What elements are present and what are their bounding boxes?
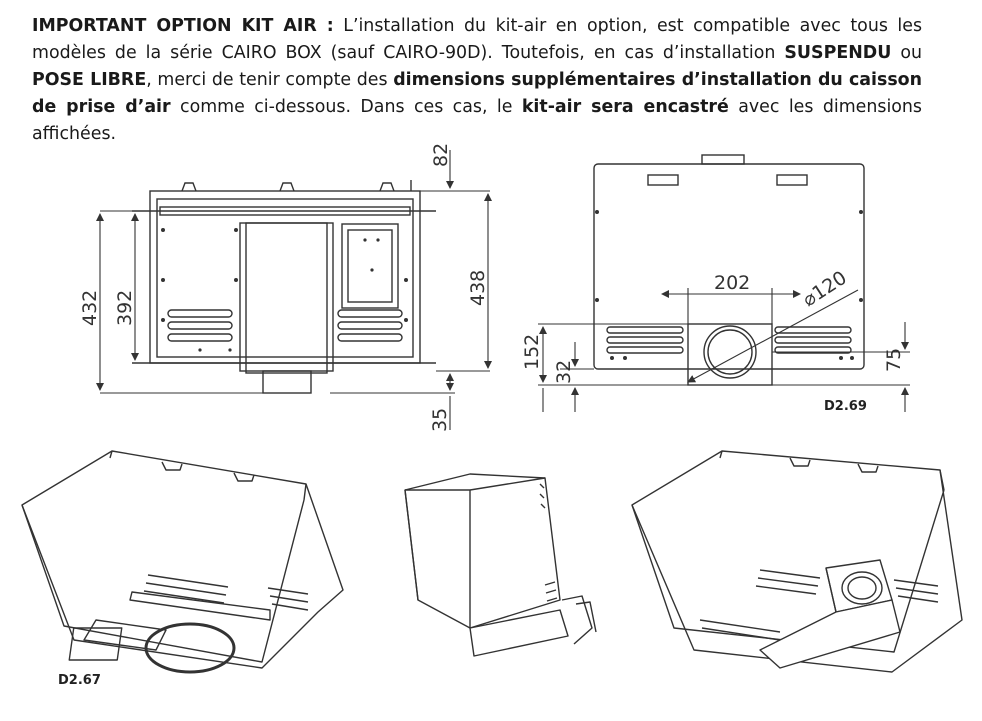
dim-438: 438 [467,270,489,306]
intro-text-3: , merci de tenir compte des [146,70,394,90]
intro-bold-pose-libre: POSE LIBRE [32,70,147,90]
svg-text:⌀120: ⌀120 [799,267,851,311]
ref-d2-67: D2.67 [58,673,101,688]
intro-bold-dimensions: dimensions supplémentaires d’installatio… [32,70,922,117]
intro-bold-suspendu: SUSPENDU [784,43,892,63]
front-view-screws [161,228,408,352]
perspective-view-left [21,450,344,674]
dim-32: 32 [553,360,575,384]
dim-82: 82 [430,143,452,167]
intro-bold-kit-air: kit-air sera encastré [521,97,729,117]
intro-text-1: L’installation du kit-air en option, est… [32,16,923,63]
intro-text-5: avec les dimensions affichées. [32,97,922,144]
side-view-dimension-lines [538,288,910,412]
intro-text-4: comme ci-dessous. Dans ces cas, le [170,97,522,117]
dim-75: 75 [883,348,905,372]
perspective-view-right [631,450,963,673]
front-view-dimension-lines [96,150,492,430]
dim-152: 152 [521,334,543,370]
perspective-view-middle [404,473,597,657]
intro-paragraph: IMPORTANT OPTION KIT AIR : L’installatio… [32,13,922,148]
side-view-screws [595,210,863,360]
intro-text-2: ou [891,43,922,63]
dim-35: 35 [429,408,451,432]
ref-d2-69: D2.69 [824,399,867,414]
dim-432: 432 [79,290,101,326]
side-view-drawing [593,154,865,386]
dim-392: 392 [114,290,136,326]
dim-202: 202 [714,272,750,294]
front-view-drawing [132,180,436,394]
dim-diameter-120: ⌀120 [799,267,851,311]
intro-lead: IMPORTANT OPTION KIT AIR : [32,16,334,36]
